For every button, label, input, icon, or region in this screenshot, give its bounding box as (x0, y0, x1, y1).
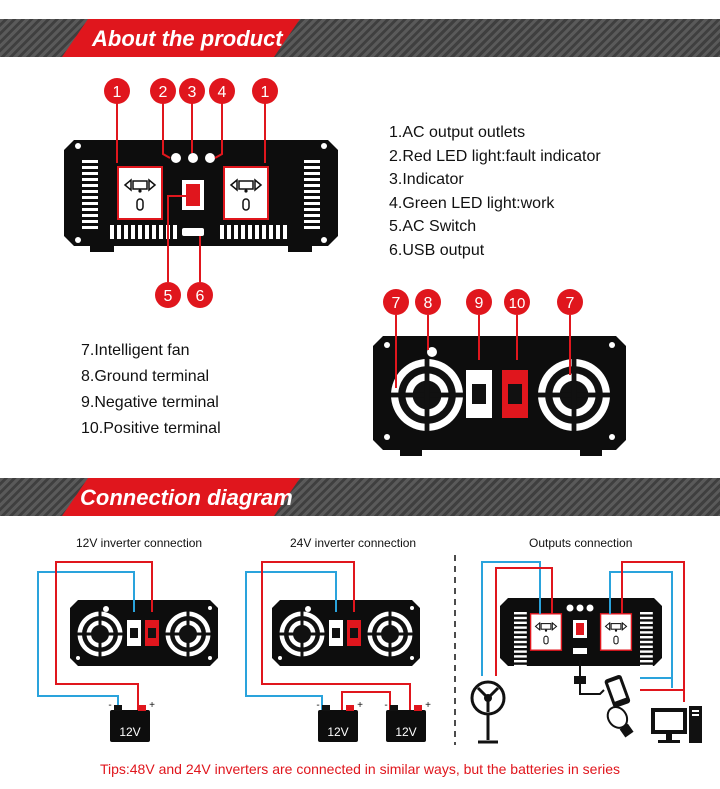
light-bulb-icon (606, 706, 634, 738)
callout-4: 4 (218, 84, 227, 101)
front-panel-illustration (64, 103, 338, 282)
tips-note: Tips:48V and 24V inverters are connected… (99, 761, 621, 777)
rear-panel-illustration (373, 315, 626, 456)
legend-item: 2.Red LED light:fault indicator (389, 147, 601, 165)
smartphone-icon (604, 674, 631, 708)
callout-3: 3 (188, 84, 197, 101)
caption-24v-connection: 24V inverter connection (290, 536, 417, 550)
legend-item: 1.AC output outlets (389, 124, 526, 141)
caption-outputs-connection: Outputs connection (529, 536, 633, 550)
fan-icon (470, 680, 506, 744)
computer-icon (651, 706, 702, 743)
legend-item: 4.Green LED light:work (389, 194, 555, 212)
connection-section-tab (62, 478, 300, 516)
diagram-outputs (470, 561, 702, 744)
legend-item: 7.Intelligent fan (81, 342, 190, 359)
callout-5: 5 (164, 288, 173, 305)
callout-8: 8 (424, 295, 433, 312)
connection-section-title: Connection diagram (80, 485, 293, 510)
terminal-plus: + (357, 700, 363, 711)
legend-item: 5.AC Switch (389, 218, 477, 235)
terminal-plus: + (149, 700, 155, 711)
callout-10: 10 (509, 295, 526, 312)
terminal-plus: + (425, 700, 431, 711)
rear-panel-legend: 7.Intelligent fan 8.Ground terminal 9.Ne… (81, 338, 221, 442)
callout-2: 2 (159, 84, 168, 101)
battery-label: 12V (327, 725, 348, 739)
callout-9: 9 (475, 295, 484, 312)
usb-plug-icon (574, 676, 605, 695)
callout-7b: 7 (566, 295, 575, 312)
rear-callouts: 7 8 9 10 7 (383, 289, 583, 315)
caption-12v-connection: 12V inverter connection (76, 536, 203, 550)
front-callouts: 1 2 3 4 1 5 6 (104, 78, 278, 308)
about-section-tab (62, 19, 300, 57)
legend-item: 6.USB output (389, 241, 485, 259)
front-panel-legend: 1.AC output outlets 2.Red LED light:faul… (389, 121, 601, 262)
callout-1b: 1 (261, 84, 270, 101)
legend-item: 9.Negative terminal (81, 394, 219, 411)
terminal-minus: - (108, 700, 111, 711)
battery-label: 12V (395, 725, 416, 739)
diagram-24v: 12V 12V - + - + (245, 561, 431, 742)
battery-label: 12V (119, 725, 140, 739)
legend-item: 10.Positive terminal (81, 420, 221, 437)
terminal-minus: - (316, 700, 319, 711)
terminal-minus: - (384, 700, 387, 711)
callout-7: 7 (392, 295, 401, 312)
legend-item: 8.Ground terminal (81, 368, 210, 385)
about-section-title: About the product (92, 26, 283, 51)
callout-6: 6 (196, 288, 205, 305)
diagram-12v: 12V - + (37, 561, 218, 742)
legend-item: 3.Indicator (389, 171, 464, 188)
callout-1: 1 (113, 84, 122, 101)
